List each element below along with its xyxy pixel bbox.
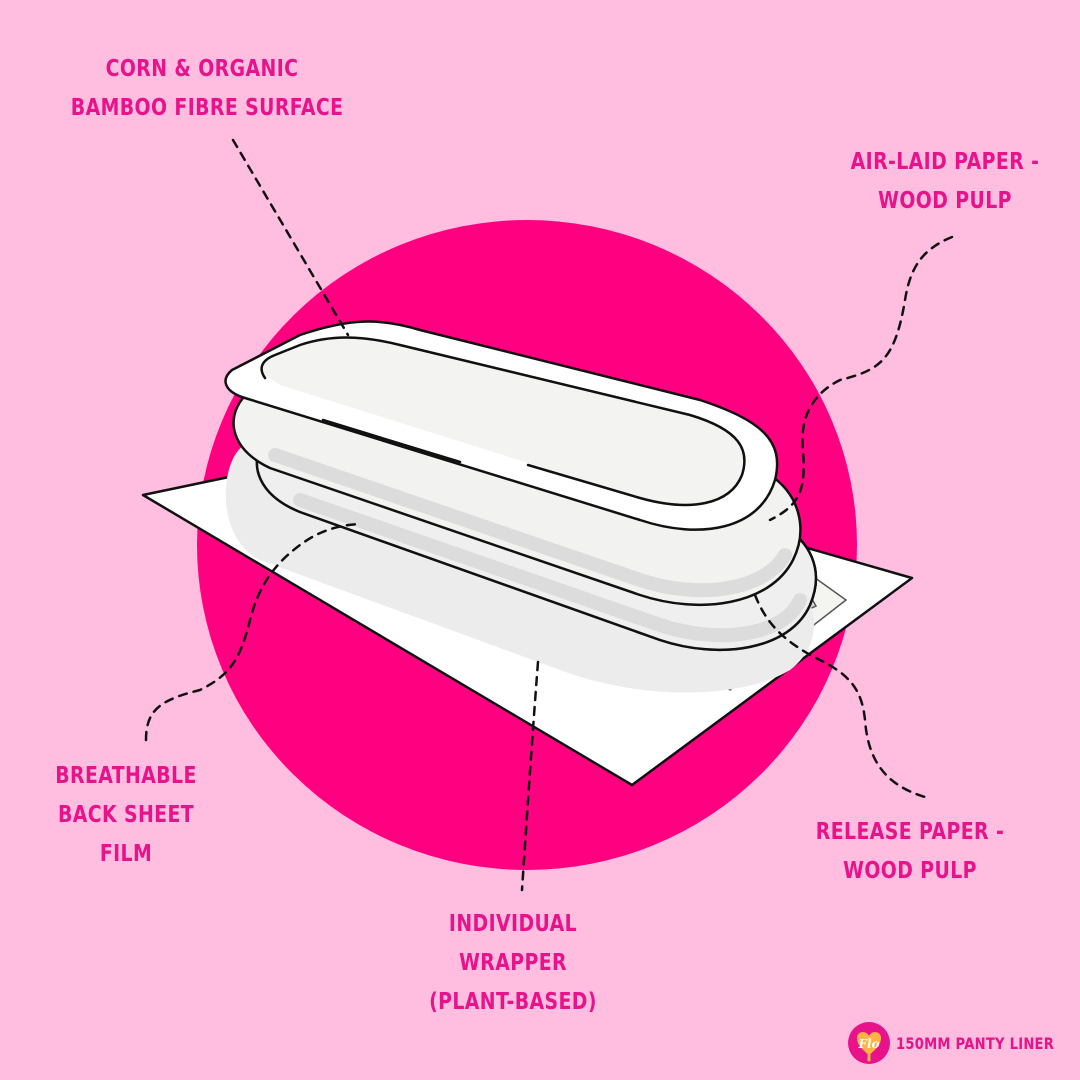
brand-footer: Flo 150MM PANTY LINER — [848, 1022, 1080, 1064]
surface-inner — [261, 337, 745, 505]
label-backsheet: BREATHABLE BACK SHEET FILM — [44, 757, 208, 874]
label-line: WOOD PULP — [878, 188, 1012, 214]
svg-text:Flo: Flo — [857, 1037, 879, 1051]
brand-logo-icon: Flo — [848, 1022, 890, 1064]
label-line: WRAPPER — [459, 950, 567, 976]
label-line: BACK SHEET — [57, 802, 195, 828]
label-line: INDIVIDUAL — [448, 911, 578, 937]
label-line: RELEASE PAPER - — [815, 819, 1005, 845]
label-line: AIR-LAID PAPER - — [850, 149, 1040, 175]
label-line: FILM — [99, 841, 153, 867]
label-line: (PLANT-BASED) — [429, 989, 597, 1015]
label-airlaid-paper: AIR-LAID PAPER - WOOD PULP — [838, 143, 1051, 221]
label-line: CORN & ORGANIC — [105, 56, 299, 82]
label-surface: CORN & ORGANIC BAMBOO FIBRE SURFACE — [70, 50, 344, 128]
dashed-leader-line — [144, 138, 954, 892]
label-line: WOOD PULP — [843, 858, 977, 884]
label-release-paper: RELEASE PAPER - WOOD PULP — [812, 813, 1009, 891]
label-line: BAMBOO FIBRE SURFACE — [70, 95, 344, 121]
label-line: BREATHABLE — [55, 763, 197, 789]
product-name: 150MM PANTY LINER — [896, 1033, 1055, 1053]
label-wrapper: INDIVIDUAL WRAPPER (PLANT-BASED) — [423, 905, 603, 1022]
airlaid-layer — [232, 397, 802, 606]
